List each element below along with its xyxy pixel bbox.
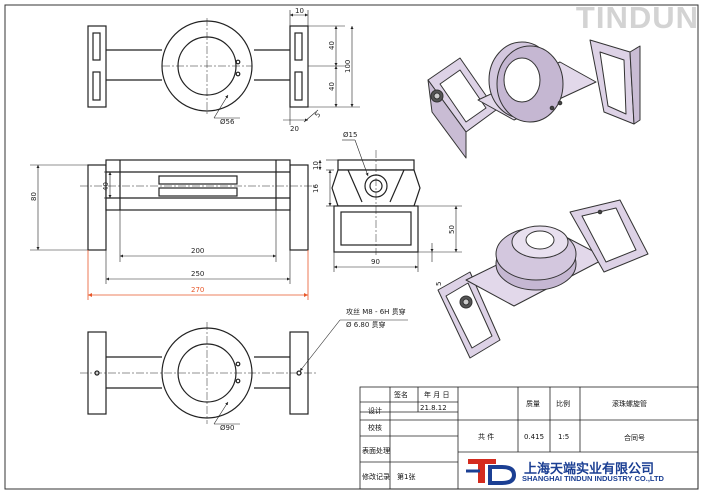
tb-contract: 合同号 — [624, 434, 645, 442]
dim-top-100: 100 — [344, 60, 352, 73]
isometric-view-bottom — [437, 199, 649, 359]
dim-front-40: 40 — [102, 182, 110, 191]
tb-weight: 0.415 — [524, 433, 545, 441]
isometric-view-top — [427, 39, 641, 159]
bottom-view-dims — [213, 319, 408, 425]
front-view-dims — [30, 164, 291, 284]
tb-part-name: 滚珠螺旋管 — [612, 400, 647, 408]
front-view — [87, 159, 309, 251]
sheet-border — [4, 4, 699, 490]
tb-design-date: 21.8.12 — [420, 404, 447, 412]
dim-side-90: 90 — [371, 258, 380, 266]
side-view-dims — [318, 139, 462, 272]
top-view-dims — [213, 10, 360, 125]
tb-sheet: 第1张 — [397, 473, 416, 481]
dim-side-16: 16 — [312, 184, 320, 193]
dim-side-5: 5 — [435, 282, 443, 286]
tb-scale: 1:5 — [558, 433, 570, 441]
company-name-en: SHANGHAI TINDUN INDUSTRY CO.,LTD — [522, 474, 664, 483]
hole-note-drill: Ø 6.80 贯穿 — [346, 320, 386, 329]
dim-top-diameter: Ø56 — [220, 118, 235, 126]
hole-note-thread: 攻丝 M8 - 6H 贯穿 — [346, 307, 406, 316]
dim-side-50: 50 — [448, 225, 456, 234]
dim-top-10: 10 — [295, 7, 304, 15]
company-logo-icon — [466, 459, 517, 485]
tb-revision-label: 修改记录 — [362, 473, 390, 481]
dim-side-diameter: Ø15 — [343, 131, 357, 139]
company-name-cn: 上海天端实业有限公司 — [524, 462, 655, 477]
dim-bottom-diameter: Ø90 — [220, 424, 234, 432]
dim-side-10: 10 — [312, 161, 320, 170]
tb-check-label: 校核 — [368, 424, 382, 432]
tb-surface-label: 表面处理 — [362, 447, 390, 455]
tb-scale-header: 比例 — [556, 400, 570, 408]
dim-front-250: 250 — [191, 270, 204, 278]
tb-weight-header: 质量 — [526, 400, 540, 408]
dim-top-40b: 40 — [328, 82, 336, 91]
front-view-highlight-dim — [87, 250, 309, 300]
top-view — [87, 18, 309, 115]
dim-front-80: 80 — [30, 192, 38, 201]
watermark: TINDUN — [575, 0, 699, 35]
tb-name-header: 签名 — [394, 391, 408, 399]
dim-front-200: 200 — [191, 247, 204, 255]
tb-quantity: 共 件 — [478, 433, 495, 441]
tb-design-label: 设计 — [368, 407, 382, 415]
dim-front-270: 270 — [191, 286, 204, 294]
dim-top-5: 5 — [313, 111, 322, 120]
title-block-grid — [359, 386, 699, 490]
dim-top-40a: 40 — [328, 41, 336, 50]
dim-top-20: 20 — [290, 125, 299, 133]
tb-date-header: 年 月 日 — [424, 391, 450, 399]
